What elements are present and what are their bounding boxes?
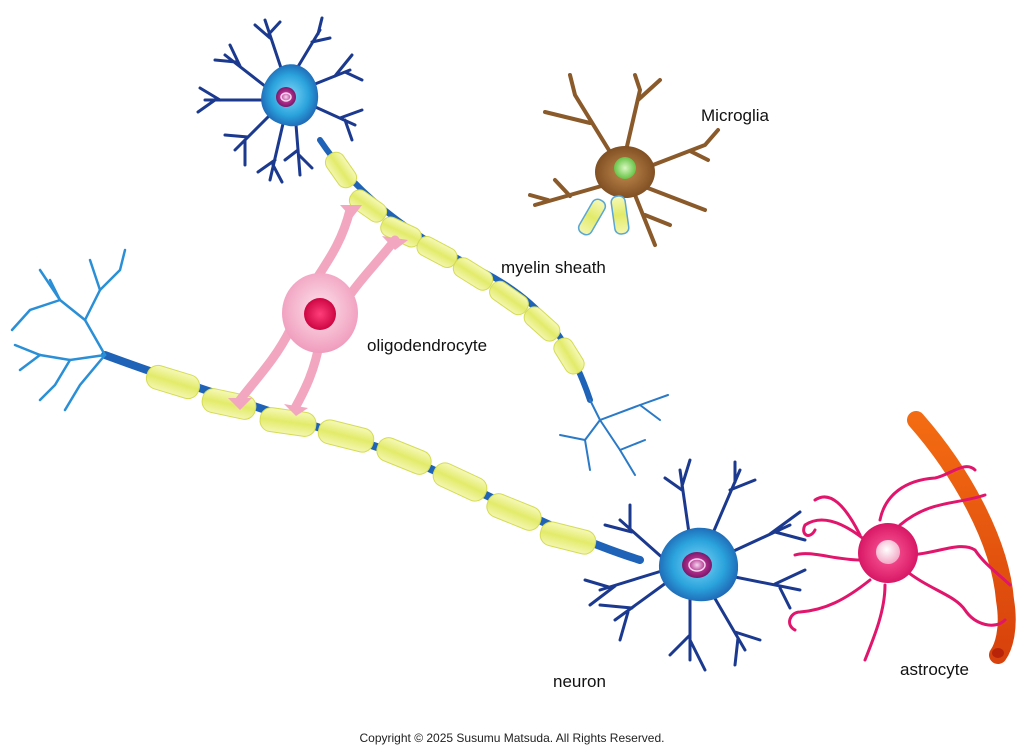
left-dendrites (10, 248, 127, 412)
neuron-label: neuron (553, 672, 606, 691)
myelin-sheath-label: myelin sheath (501, 258, 606, 277)
upper-neuron (196, 16, 364, 184)
lower-neuron (583, 458, 807, 672)
myelin-sheath-lower (145, 364, 597, 555)
oligodendrocyte-cell (228, 205, 408, 416)
astrocyte-label: astrocyte (900, 660, 969, 679)
oligodendrocyte-label: oligodendrocyte (367, 336, 488, 355)
myelin-sheath-upper (324, 151, 585, 375)
axon-terminals (559, 394, 669, 476)
copyright-notice: Copyright © 2025 Susumu Matsuda. All Rig… (359, 731, 665, 745)
phagocytosed-myelin (577, 195, 630, 236)
microglia-cell (528, 73, 720, 247)
astrocyte-cell (788, 465, 1012, 662)
microglia-label: Microglia (701, 106, 770, 125)
blood-vessel (907, 411, 1016, 664)
